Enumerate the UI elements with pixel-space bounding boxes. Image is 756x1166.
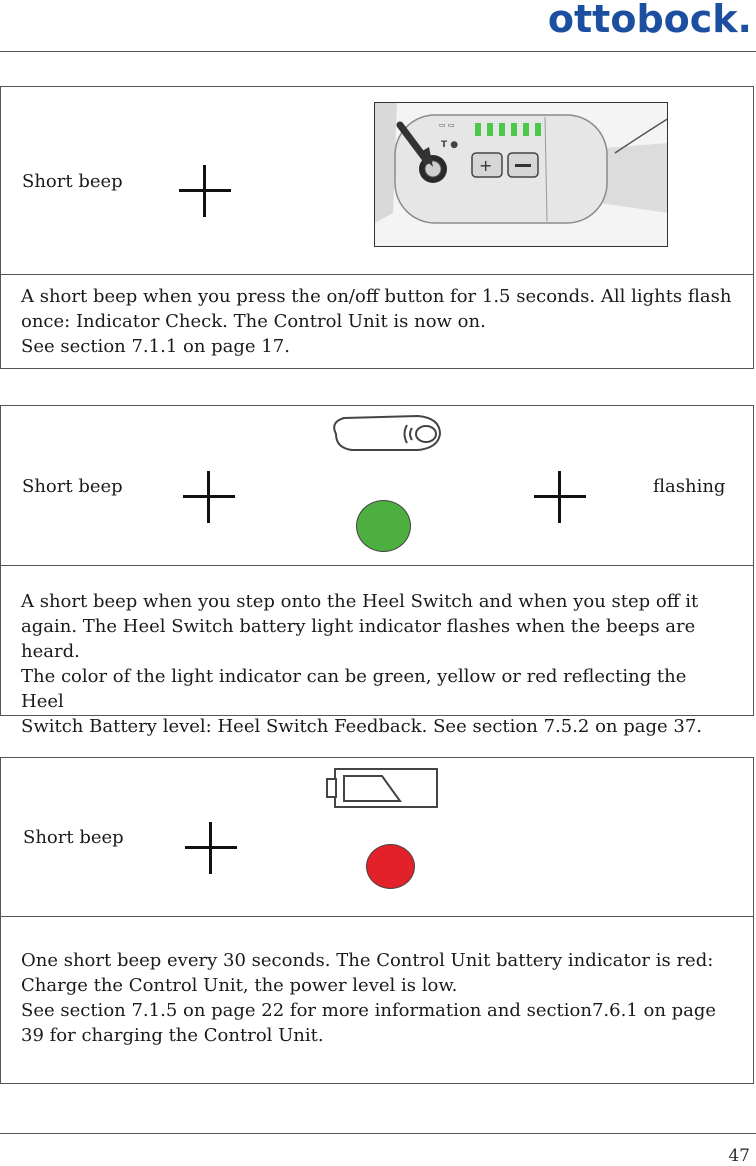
- plus-icon: [185, 822, 237, 874]
- short-beep-label: Short beep: [22, 476, 123, 497]
- section-illustration-row: Short beep flashing: [1, 406, 753, 566]
- description-line: A short beep when you step onto the Heel…: [21, 591, 699, 612]
- svg-text:▭ ▭: ▭ ▭: [439, 121, 454, 129]
- svg-text:T ●: T ●: [441, 140, 458, 150]
- section-description: A short beep when you press the on/off b…: [1, 275, 753, 359]
- header-rule: [0, 51, 756, 52]
- short-beep-label: Short beep: [22, 171, 123, 192]
- heel-switch-icon: [333, 414, 442, 451]
- description-line: One short beep every 30 seconds. The Con…: [21, 950, 714, 971]
- red-indicator-light: [366, 844, 415, 889]
- plus-icon: [183, 471, 235, 523]
- plus-icon: [534, 471, 586, 523]
- section-heel-switch: Short beep flashing A short beep when yo…: [0, 405, 754, 737]
- section-illustration-row: Short beep ▭ ▭ T ●: [1, 87, 753, 275]
- battery-icon: [326, 768, 438, 808]
- ottobock-logo: ottobock.: [547, 0, 752, 41]
- description-line: See section 7.1.5 on page 22 for more in…: [21, 1000, 717, 1021]
- green-indicator-light: [356, 500, 411, 552]
- description-line: Charge the Control Unit, the power level…: [21, 975, 458, 996]
- description-line: See section 7.1.1 on page 17.: [21, 336, 290, 357]
- description-line: 39 for charging the Control Unit.: [21, 1025, 324, 1046]
- description-line: Switch Battery level: Heel Switch Feedba…: [21, 716, 703, 737]
- section-illustration-row: Short beep: [1, 758, 753, 917]
- section-description: A short beep when you step onto the Heel…: [1, 566, 753, 739]
- control-unit-image: ▭ ▭ T ● +: [375, 103, 667, 246]
- description-line: The color of the light indicator can be …: [21, 666, 687, 712]
- flashing-label: flashing: [653, 476, 726, 497]
- description-line: once: Indicator Check. The Control Unit …: [21, 311, 486, 332]
- control-unit-illustration: ▭ ▭ T ● +: [374, 102, 668, 247]
- page-number: 47: [728, 1146, 750, 1166]
- plus-icon: [179, 165, 231, 217]
- svg-text:+: +: [479, 156, 492, 175]
- footer-rule: [0, 1133, 756, 1134]
- section-battery-low: Short beep One short beep every 30 secon…: [0, 757, 754, 1084]
- short-beep-label: Short beep: [23, 827, 124, 848]
- section-description: One short beep every 30 seconds. The Con…: [1, 917, 753, 1048]
- section-control-unit-on: Short beep ▭ ▭ T ●: [0, 86, 754, 369]
- description-line: again. The Heel Switch battery light ind…: [21, 616, 696, 662]
- description-line: A short beep when you press the on/off b…: [21, 286, 732, 307]
